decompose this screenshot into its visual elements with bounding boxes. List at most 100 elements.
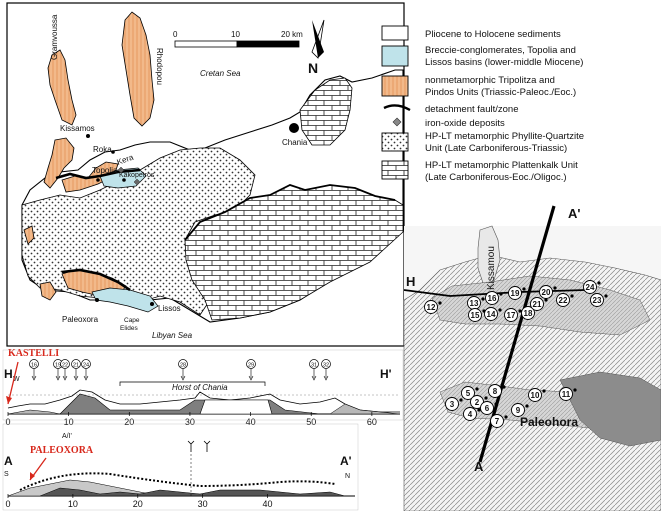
- profile-h-site-28: 28: [178, 359, 188, 381]
- inset-site-dot: [477, 408, 481, 412]
- profile-h-right-label: H': [380, 367, 392, 381]
- profile-h-site-arrowhead: [73, 375, 79, 381]
- inset-site-dot: [504, 415, 508, 419]
- profile-h-tick-label: 20: [124, 417, 134, 427]
- scale-tick-0: 0: [173, 30, 178, 39]
- scale-tick-20: 20 km: [281, 30, 303, 39]
- unit-plattenkalk-east: [299, 77, 353, 146]
- inset-site-label: 17: [507, 311, 516, 320]
- inset-site-8: 8: [488, 384, 506, 398]
- profile-h-site-arrowhead: [248, 375, 254, 381]
- inset-site-label: 22: [559, 296, 568, 305]
- inset-site-15: 15: [468, 308, 486, 322]
- detachment-south: [61, 268, 131, 292]
- inset-site-dot: [573, 388, 577, 392]
- profile-h-annotation-arrowhead: [6, 396, 12, 404]
- profile-a-tick-label: 30: [198, 499, 208, 509]
- inset-site-label: 20: [542, 288, 551, 297]
- inset-site-4: 4: [463, 407, 481, 421]
- inset-site-19: 19: [508, 286, 526, 300]
- legend: Pliocene to Holocene sediments Breccie-c…: [381, 25, 584, 183]
- inset-site-dot: [597, 281, 601, 285]
- site-chania-marker: [289, 123, 299, 133]
- legend-phyllite-line-1: HP-LT metamorphic Phyllite-Quartzite: [425, 131, 584, 142]
- profile-h-tick-label: 0: [5, 417, 10, 427]
- inset-site-label: 7: [495, 417, 500, 426]
- inset-site-7: 7: [490, 414, 508, 428]
- inset-site-6: 6: [480, 401, 498, 415]
- profile-a-annotation-arrowhead: [30, 472, 35, 480]
- inset-site-circle: [583, 280, 597, 294]
- inset-site-dot: [553, 286, 557, 290]
- horst-bracket: [119, 381, 266, 386]
- label-roka: Roka: [93, 145, 112, 154]
- inset-peninsula: [477, 225, 501, 287]
- inset-site-17: 17: [504, 308, 522, 322]
- inset-site-label: 5: [466, 389, 471, 398]
- legend-label-iron: iron-oxide deposits: [425, 118, 505, 129]
- profile-h-tick-label: 30: [185, 417, 195, 427]
- inset-site-circle: [508, 286, 522, 300]
- profile-h-site-22: 22: [60, 359, 70, 381]
- inset-site-dot: [459, 398, 463, 402]
- site-kakopetros-marker: [122, 178, 126, 182]
- profile-h-site-21: 21: [71, 359, 81, 381]
- profile-h-site-label: 22: [62, 363, 68, 369]
- profile-h-site-31: 31: [309, 359, 319, 381]
- north-arrow: N: [308, 19, 325, 76]
- inset-site-dot: [544, 298, 548, 302]
- profile-h-tick-label: 50: [306, 417, 316, 427]
- inset-site-circle: [530, 297, 544, 311]
- profile-a-annotation: PALEOXORA: [30, 445, 94, 456]
- label-paleoxora: Paleoxora: [62, 315, 99, 324]
- legend-swatch-breccia: [381, 45, 409, 67]
- inset-site-3: 3: [445, 397, 463, 411]
- scale-tick-10: 10: [231, 30, 240, 39]
- inset-site-label: 12: [427, 303, 436, 312]
- inset-label-a-top: A': [568, 206, 580, 221]
- legend-phyllite-line-2: Unit (Late Carboniferous-Triassic): [425, 143, 567, 154]
- inset-site-dot: [481, 297, 485, 301]
- profile-a-tick-label: 10: [68, 499, 78, 509]
- profile-h-tick-label: 10: [64, 417, 74, 427]
- inset-site-9: 9: [511, 403, 529, 417]
- profile-h-site-circle: [29, 359, 39, 369]
- inset-site-label: 3: [450, 400, 455, 409]
- inset-site-circle: [559, 387, 573, 401]
- profile-h-left-label: H: [4, 367, 13, 381]
- inset-site-dot: [438, 301, 442, 305]
- label-lissos: Lissos: [158, 304, 181, 313]
- inset-site-circle: [468, 308, 482, 322]
- detachment-main: [184, 184, 396, 241]
- iron-deposit-marker: [117, 166, 125, 174]
- profile-h-site-32: 32: [321, 359, 331, 381]
- inset-site-dot: [498, 308, 502, 312]
- inset-site-label: 24: [586, 283, 595, 292]
- inset-site-circle: [528, 388, 542, 402]
- inset-label-kissamou: Kissamou: [486, 246, 497, 290]
- profile-h-annotation: KASTELLI: [8, 348, 59, 359]
- profile-h-frame: [2, 349, 404, 421]
- inset-site-label: 9: [516, 406, 521, 415]
- site-lissos-marker: [150, 302, 154, 306]
- profile-a-left-sub: S: [4, 471, 9, 478]
- label-kakopetros: Kakopetros: [119, 172, 155, 179]
- inset-site-circle: [556, 293, 570, 307]
- profile-h-white-block: [199, 399, 273, 415]
- cape-elides-line-1: Cape: [124, 317, 140, 324]
- profile-h-topography: [7, 389, 400, 413]
- inset-site-21: 21: [530, 297, 548, 311]
- site-paleoxora-marker: [95, 298, 99, 302]
- inset-site-label: 2: [475, 398, 480, 407]
- profile-h-site-circle: [71, 359, 81, 369]
- profile-h-site-29: 29: [246, 359, 256, 381]
- legend-swatch-tripolitza: [381, 75, 409, 97]
- profile-h-site-arrowhead: [83, 375, 89, 381]
- inset-site-10: 10: [528, 388, 546, 402]
- profile-h-tick-label: 40: [246, 417, 256, 427]
- inset-site-label: 15: [471, 311, 480, 320]
